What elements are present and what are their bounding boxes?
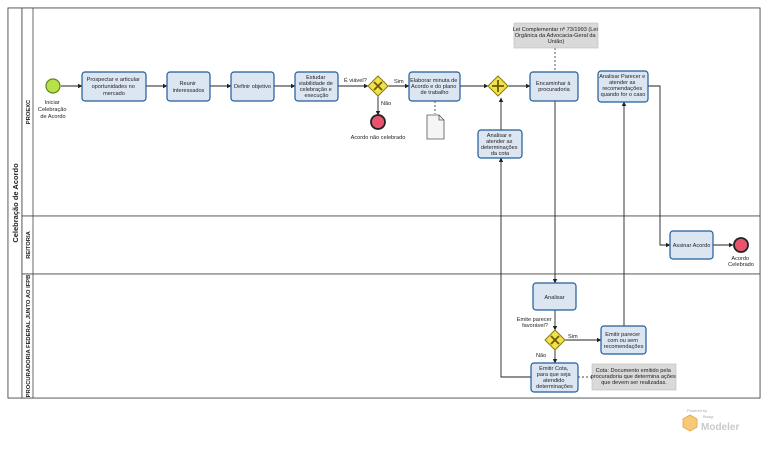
svg-text:Reunir interessados: Reunir interessados — [173, 81, 205, 94]
svg-text:Prospectar e articular o: Prospectar e articular oportunidades no … — [87, 77, 142, 97]
svg-text:Emitir parecer com ou se: Emitir parecer com ou sem recomendações — [604, 332, 644, 350]
svg-text:Analisar: Analisar — [544, 295, 564, 301]
branding-powered: Powered by — [687, 409, 707, 413]
svg-text:Estudar viabilidade de: Estudar viabilidade de celebração e exec… — [299, 75, 335, 99]
task-emitir-parecer[interactable]: Emitir parecer com ou sem recomendações — [600, 325, 647, 355]
flow-label-nao-1: Não — [381, 101, 391, 107]
svg-text:Lei Complementar nº 73/1993 (L: Lei Complementar nº 73/1993 (Lei Orgânic… — [513, 26, 600, 45]
task-analisar-cota[interactable]: Analisar e atender as determinações da c… — [477, 129, 523, 159]
gateway-favoravel-label: Emite parecer favorável? — [517, 317, 553, 329]
task-analisar[interactable]: Analisar — [532, 282, 577, 311]
svg-text:Analisar Parecer e atend: Analisar Parecer e atender as recomendaç… — [599, 74, 647, 98]
gateway-parallel[interactable] — [487, 75, 509, 97]
task-assinar-acordo[interactable]: Assinar Acordo — [669, 230, 714, 260]
start-event-label: Iniciar Celebração de Acordo — [38, 100, 68, 120]
sequence-flows — [61, 83, 734, 378]
task-emitir-cota[interactable]: Emitir Cota, para que seja atendido dete… — [530, 362, 579, 393]
lane-label-procuradoria: PROCURADORIA FEDERAL JUNTO AO IFPB — [26, 275, 32, 398]
lane-label-proexc: PROEXC — [26, 99, 32, 124]
task-encaminhar-procuradoria[interactable]: Encaminhar à procuradoria — [529, 71, 579, 102]
svg-text:Emitir Cota, para que se: Emitir Cota, para que seja atendido dete… — [536, 366, 573, 390]
bizagi-logo: Powered by Bizagi Modeler — [682, 409, 739, 433]
annotation-lei: Lei Complementar nº 73/1993 (Lei Orgânic… — [513, 22, 600, 49]
branding-product: Modeler — [701, 422, 739, 433]
gateway-viavel[interactable] — [367, 75, 389, 97]
svg-text:Elaborar minuta de Acord: Elaborar minuta de Acordo e do plano de … — [410, 78, 459, 96]
flow-label-sim-1: Sim — [394, 79, 404, 85]
end-event-rejected-label: Acordo não celebrado — [351, 135, 406, 141]
end-event-rejected[interactable] — [370, 114, 386, 130]
lane-reitoria: REITORIA — [21, 215, 761, 275]
task-prospectar[interactable]: Prospectar e articular oportunidades no … — [81, 71, 147, 102]
end-event-done-label: Acordo Celebrado — [728, 256, 754, 268]
lane-proexc: PROEXC — [21, 7, 761, 217]
flow-label-nao-2: Não — [536, 353, 546, 359]
svg-text:Analisar e atender as: Analisar e atender as determinações da c… — [481, 133, 519, 157]
gateway-viavel-label: É viável? — [344, 77, 367, 84]
branding-name: Bizagi — [703, 415, 713, 419]
lane-label-reitoria: REITORIA — [26, 230, 32, 258]
svg-text:Cota: Documento emitido pela: Cota: Documento emitido pela procuradori… — [591, 368, 678, 386]
flow-label-sim-2: Sim — [568, 334, 578, 340]
gateway-favoravel[interactable] — [544, 329, 566, 351]
start-event[interactable] — [45, 78, 61, 94]
svg-text:Definir objetivo: Definir objetivo — [234, 84, 271, 90]
task-reunir-interessados[interactable]: Reunir interessados — [166, 71, 211, 102]
task-definir-objetivo[interactable]: Definir objetivo — [230, 71, 275, 102]
task-analisar-parecer[interactable]: Analisar Parecer e atender as recomendaç… — [597, 70, 649, 103]
svg-text:Encaminhar à procuradori: Encaminhar à procuradoria — [536, 81, 572, 93]
pool-title: Celebração de Acordo — [11, 163, 20, 243]
end-event-done[interactable] — [733, 237, 749, 253]
document-icon — [426, 114, 445, 140]
task-estudar-viabilidade[interactable]: Estudar viabilidade de celebração e exec… — [294, 71, 339, 102]
annotation-cota: Cota: Documento emitido pela procuradori… — [591, 363, 678, 391]
svg-text:Assinar Acordo: Assinar Acordo — [673, 243, 711, 249]
task-elaborar-minuta[interactable]: Elaborar minuta de Acordo e do plano de … — [408, 71, 461, 102]
